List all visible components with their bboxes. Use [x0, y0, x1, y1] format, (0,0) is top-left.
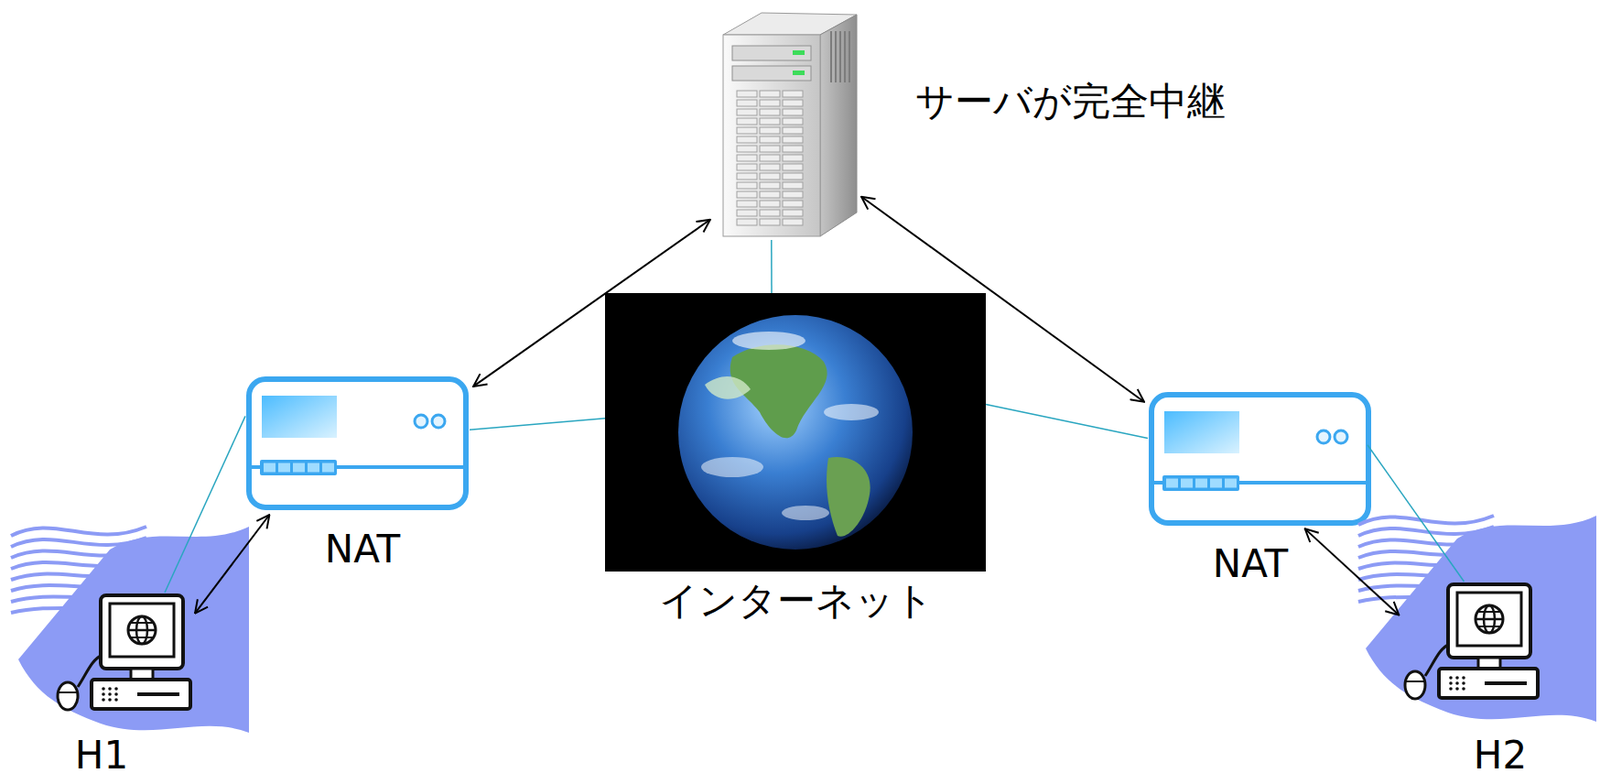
network-wire — [770, 239, 773, 293]
relay-arrow — [473, 219, 711, 387]
nat-router-icon — [1151, 394, 1369, 523]
relay-arrow — [194, 514, 270, 614]
internet-cloud: インターネット — [605, 292, 986, 572]
internet-globe — [823, 403, 879, 421]
server-node: サーバが完全中継 — [713, 10, 858, 240]
host-computer-icon — [1358, 515, 1597, 722]
server-icon — [792, 50, 805, 55]
internet-globe — [704, 376, 751, 400]
server-icon — [735, 89, 805, 228]
nat-router: NAT — [1147, 390, 1368, 526]
server-icon — [723, 34, 821, 237]
server-icon — [732, 45, 811, 61]
node-label: H1 — [75, 732, 129, 779]
network-wire — [164, 415, 246, 593]
server-icon — [820, 14, 857, 237]
node-label: H2 — [1473, 732, 1527, 779]
internet-globe — [701, 456, 764, 477]
node-label: サーバが完全中継 — [915, 78, 1226, 125]
relay-arrow — [861, 196, 1145, 402]
relay-arrow — [1305, 528, 1400, 615]
server-icon — [732, 65, 811, 81]
server-icon — [723, 12, 857, 237]
node-label: NAT — [324, 526, 401, 573]
nat-router: NAT — [245, 375, 470, 511]
internet-globe — [605, 292, 986, 572]
host-computer-icon — [10, 526, 249, 733]
internet-globe — [781, 505, 830, 520]
internet-globe — [605, 292, 986, 572]
internet-globe — [678, 314, 913, 550]
internet-globe — [732, 331, 806, 350]
host-pc: H2 — [1402, 581, 1540, 703]
node-label: インターネット — [659, 577, 934, 624]
network-wire — [469, 418, 606, 430]
host-pc: H1 — [54, 592, 193, 714]
server-icon — [792, 70, 805, 76]
node-label: NAT — [1212, 540, 1289, 587]
server-icon — [829, 31, 852, 83]
nat-router-icon — [248, 378, 466, 508]
network-wire — [1367, 444, 1465, 582]
network-wire — [985, 404, 1148, 439]
internet-globe — [826, 456, 871, 537]
